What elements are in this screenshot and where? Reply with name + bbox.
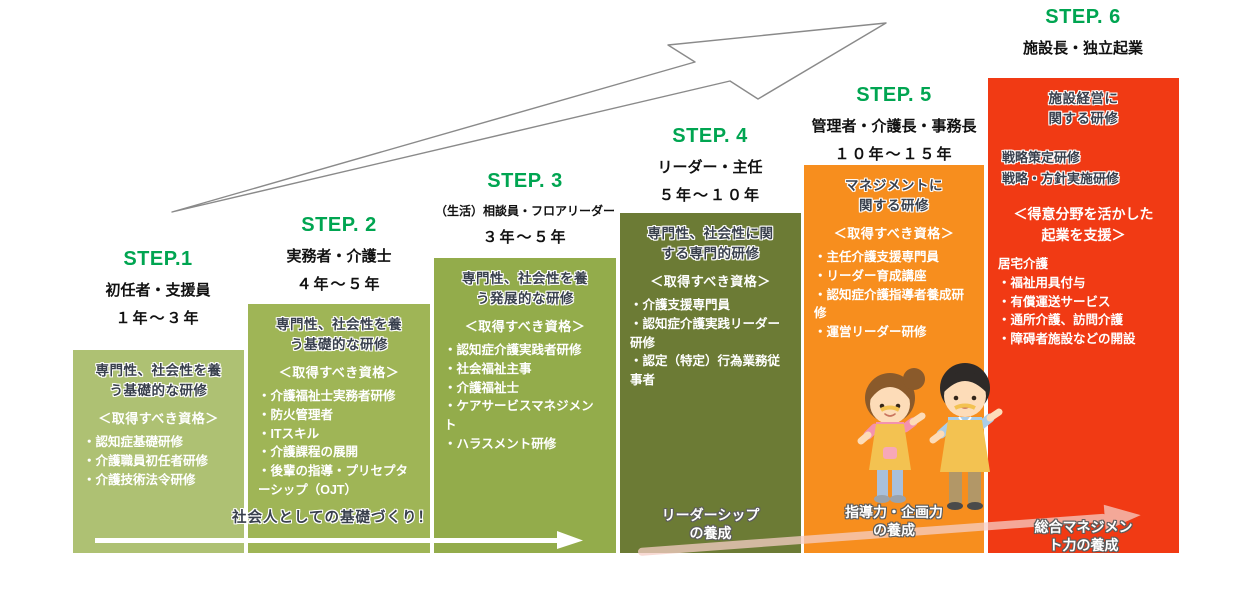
step1-label: STEP.1 — [123, 248, 193, 270]
step5-years: １０年～１５年 — [834, 146, 954, 163]
step6-column: 施設経営に 関する研修 戦略策定研修 戦略・方針実施研修 ＜得意分野を活かした … — [988, 78, 1179, 553]
management-growth-arrow — [637, 504, 1141, 556]
list-item: ・介護課程の展開 — [258, 445, 359, 460]
list-item: ・有償運送サービス — [998, 294, 1111, 309]
step5-role: 管理者・介護長・事務長 — [811, 118, 977, 135]
list-item: ・介護福祉士実務者研修 — [258, 389, 396, 404]
list-item: ・ハラスメント研修 — [444, 436, 557, 451]
step4-zone-label: リーダーシップ の養成 — [661, 507, 760, 542]
list-item: ・認知症基礎研修 — [83, 435, 184, 450]
step5-items: ・主任介護支援専門員 ・リーダー育成講座 ・認知症介護指導者養成研修 ・運営リー… — [814, 248, 974, 342]
step4-role: リーダー・主任 — [657, 159, 763, 176]
step6-zone-label: 総合マネジメン ト力の養成 — [1034, 519, 1133, 554]
step2-items: ・介護福祉士実務者研修 ・防火管理者 ・ITスキル ・介護課程の展開 ・後輩の指… — [258, 387, 420, 500]
step2-header: STEP. 2 実務者・介護士 ４年～５年 — [229, 214, 449, 294]
step2-role: 実務者・介護士 — [286, 248, 392, 265]
step2-column: 専門性、社会性を養 う基礎的な研修 ＜取得すべき資格＞ ・介護福祉士実務者研修 … — [248, 304, 430, 553]
step1-years: １年～３年 — [115, 310, 201, 327]
step6-items: 居宅介護 ・福祉用具付与 ・有償運送サービス ・通所介護、訪問介護 ・障碍者施設… — [998, 255, 1169, 349]
step4-label: STEP. 4 — [672, 125, 748, 147]
step5-zone-label: 指導力・企画力 の養成 — [845, 504, 943, 539]
basics-zone-label: 社会人としての基礎づくり！ — [231, 510, 434, 526]
step3-years: ３年～５年 — [482, 229, 568, 246]
step6-label: STEP. 6 — [1045, 6, 1121, 28]
list-item: ・運営リーダー研修 — [814, 325, 927, 340]
basics-arrow — [95, 531, 583, 549]
step3-column: 専門性、社会性を養 う発展的な研修 ＜取得すべき資格＞ ・認知症介護実践者研修 … — [434, 258, 616, 553]
list-item: ・障碍者施設などの開設 — [998, 332, 1136, 347]
step6-header: STEP. 6 施設長・独立起業 — [973, 6, 1193, 58]
list-item: ・後輩の指導・プリセプターシップ（OJT） — [258, 464, 409, 497]
list-item: 居宅介護 — [998, 257, 1049, 272]
step4-header: STEP. 4 リーダー・主任 ５年～１０年 — [600, 125, 820, 205]
list-item: ・社会福祉主事 — [444, 361, 532, 376]
step3-qualifications-header: ＜取得すべき資格＞ — [464, 319, 586, 335]
step6-box-title: 施設経営に 関する研修 — [1048, 91, 1119, 126]
list-item: ・介護職員初任者研修 — [83, 453, 209, 468]
list-item: ・リーダー育成講座 — [814, 268, 927, 283]
caregivers-illustration — [857, 363, 1003, 510]
step2-qualifications-header: ＜取得すべき資格＞ — [278, 365, 400, 381]
step3-items: ・認知症介護実践者研修 ・社会福祉主事 ・介護福祉士 ・ケアサービスマネジメント… — [444, 341, 606, 454]
list-item: ・ITスキル — [258, 426, 320, 441]
step2-label: STEP. 2 — [301, 214, 377, 236]
step1-items: ・認知症基礎研修 ・介護職員初任者研修 ・介護技術法令研修 — [83, 433, 234, 489]
step4-column: 専門性、社会性に関 する専門的研修 ＜取得すべき資格＞ ・介護支援専門員 ・認知… — [620, 213, 801, 553]
girl-caregiver — [857, 368, 926, 503]
step4-qualifications-header: ＜取得すべき資格＞ — [650, 274, 771, 290]
step3-role: （生活）相談員・フロアリーダー — [434, 204, 615, 218]
list-item: ・福祉用具付与 — [998, 275, 1086, 290]
step4-box-title: 専門性、社会性に関 する専門的研修 — [647, 226, 774, 261]
list-item: ・認知症介護指導者養成研修 — [814, 287, 965, 321]
step1-header: STEP.1 初任者・支援員 １年～３年 — [48, 248, 268, 328]
step6-role: 施設長・独立起業 — [1022, 40, 1143, 57]
step5-box-title: マネジメントに 関する研修 — [845, 178, 943, 213]
step4-items: ・介護支援専門員 ・認知症介護実践リーダー研修 ・認定（特定）行為業務従事者 — [630, 296, 791, 390]
step3-label: STEP. 3 — [487, 170, 563, 192]
step1-role: 初任者・支援員 — [105, 282, 211, 299]
step3-box-title: 専門性、社会性を養 う発展的な研修 — [462, 271, 588, 306]
career-growth-arrow — [171, 22, 887, 213]
list-item: ・防火管理者 — [258, 407, 334, 422]
step6-startup-support: ＜得意分野を活かした 起業を支援＞ — [1013, 205, 1154, 244]
list-item: ・認知症介護実践リーダー研修 — [630, 316, 781, 350]
list-item: ・介護技術法令研修 — [83, 472, 196, 487]
step6-strategy-trainings: 戦略策定研修 戦略・方針実施研修 — [1002, 150, 1120, 186]
step4-years: ５年～１０年 — [658, 187, 761, 204]
step1-qualifications-header: ＜取得すべき資格＞ — [98, 411, 219, 427]
list-item: ・ケアサービスマネジメント — [444, 399, 594, 433]
list-item: ・介護支援専門員 — [630, 298, 731, 313]
step5-label: STEP. 5 — [856, 84, 932, 106]
boy-caregiver — [929, 363, 1003, 510]
step3-header: STEP. 3 （生活）相談員・フロアリーダー ３年～５年 — [415, 170, 635, 247]
step2-box-title: 専門性、社会性を養 う基礎的な研修 — [276, 317, 402, 352]
list-item: ・認知症介護実践者研修 — [444, 343, 582, 358]
step2-years: ４年～５年 — [296, 276, 382, 293]
list-item: ・通所介護、訪問介護 — [998, 313, 1124, 328]
step1-box-title: 専門性、社会性を養 う基礎的な研修 — [95, 363, 222, 398]
step5-header: STEP. 5 管理者・介護長・事務長 １０年～１５年 — [784, 84, 1004, 164]
step1-column: 専門性、社会性を養 う基礎的な研修 ＜取得すべき資格＞ ・認知症基礎研修 ・介護… — [73, 350, 244, 553]
list-item: ・認定（特定）行為業務従事者 — [630, 354, 781, 388]
list-item: ・主任介護支援専門員 — [814, 250, 940, 265]
list-item: ・介護福祉士 — [444, 380, 520, 395]
step5-qualifications-header: ＜取得すべき資格＞ — [833, 226, 955, 242]
